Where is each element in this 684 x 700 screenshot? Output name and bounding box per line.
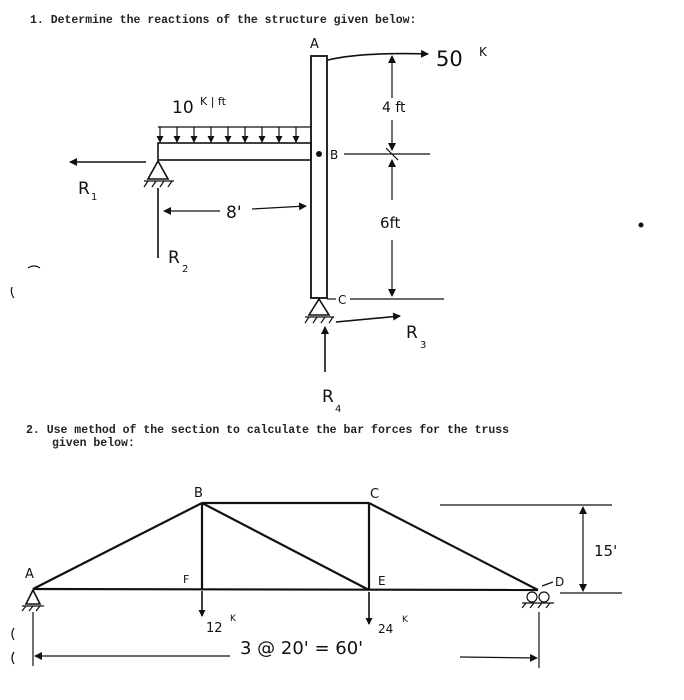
dim-beam-label: 8' — [226, 203, 242, 223]
svg-text:4: 4 — [335, 404, 341, 415]
pin-support-a — [21, 588, 44, 612]
leader-d — [541, 581, 554, 587]
dim-beam-right-arrow — [251, 202, 307, 211]
svg-text:R: R — [168, 248, 180, 268]
node-b-label: B — [194, 486, 203, 501]
dim-tick-b — [385, 147, 399, 161]
member-be — [201, 502, 370, 591]
dim-span-right-arrow — [459, 653, 538, 662]
node-a-label: A — [25, 567, 34, 582]
label-b: B — [330, 148, 338, 162]
dim-height-label: 15' — [594, 542, 617, 560]
member-cd — [368, 502, 539, 591]
reaction-r3-arrow — [335, 312, 401, 323]
bottom-chord — [32, 587, 539, 592]
load-label-e: 24 K — [378, 615, 409, 636]
svg-text:1: 1 — [91, 192, 97, 203]
node-e-label: E — [378, 574, 386, 588]
distributed-load — [156, 126, 311, 143]
label-a: A — [310, 37, 319, 52]
svg-text:R: R — [406, 323, 418, 343]
load-label-50k: 50 K — [436, 45, 488, 71]
load-arrow-50k — [327, 49, 429, 61]
node-f-label: F — [183, 573, 189, 586]
dim-bottom-label: 6ft — [380, 214, 401, 232]
ink-dot — [638, 222, 644, 228]
distributed-load-label: 10 K | ft — [172, 95, 227, 118]
pin-support-left — [143, 159, 174, 188]
node-c-label: C — [370, 487, 379, 502]
roller-support-d — [521, 591, 554, 609]
reaction-r1-label: R 1 — [78, 179, 97, 203]
problem-2-statement-line1: 2. Use method of the section to calculat… — [26, 424, 509, 437]
dim-top-label: 4 ft — [382, 100, 406, 116]
dim-span-label: 3 @ 20' = 60' — [240, 638, 363, 659]
node-d-label: D — [555, 575, 564, 589]
reaction-r3-label: R 3 — [406, 323, 426, 351]
svg-text:10: 10 — [172, 98, 194, 118]
ink-mark — [27, 265, 41, 269]
member-ab — [32, 502, 203, 590]
ink-mark — [11, 627, 15, 641]
problem-1-statement: 1. Determine the reactions of the struct… — [30, 14, 416, 27]
hinge-b — [316, 151, 322, 157]
pin-support-bottom — [304, 297, 334, 324]
svg-text:2: 2 — [182, 264, 188, 275]
load-label-f: 12 K — [206, 614, 237, 636]
beam-member — [157, 142, 312, 161]
svg-text:K | ft: K | ft — [200, 95, 227, 108]
truss — [32, 501, 539, 592]
svg-text:K: K — [230, 614, 237, 624]
reaction-r2-label: R 2 — [168, 248, 188, 275]
reaction-r4-label: R 4 — [322, 387, 341, 415]
problem-2-statement-line2: given below: — [52, 437, 135, 450]
label-c: C — [338, 293, 346, 307]
svg-text:K: K — [479, 45, 488, 59]
svg-text:K: K — [402, 615, 409, 625]
svg-text:3: 3 — [420, 340, 426, 351]
svg-text:24: 24 — [378, 622, 393, 636]
ink-mark — [10, 286, 15, 299]
svg-text:R: R — [78, 179, 90, 199]
svg-text:12: 12 — [206, 621, 223, 636]
svg-text:R: R — [322, 387, 334, 407]
ink-mark — [11, 651, 15, 665]
svg-text:50: 50 — [436, 47, 463, 71]
column-member — [310, 55, 328, 299]
